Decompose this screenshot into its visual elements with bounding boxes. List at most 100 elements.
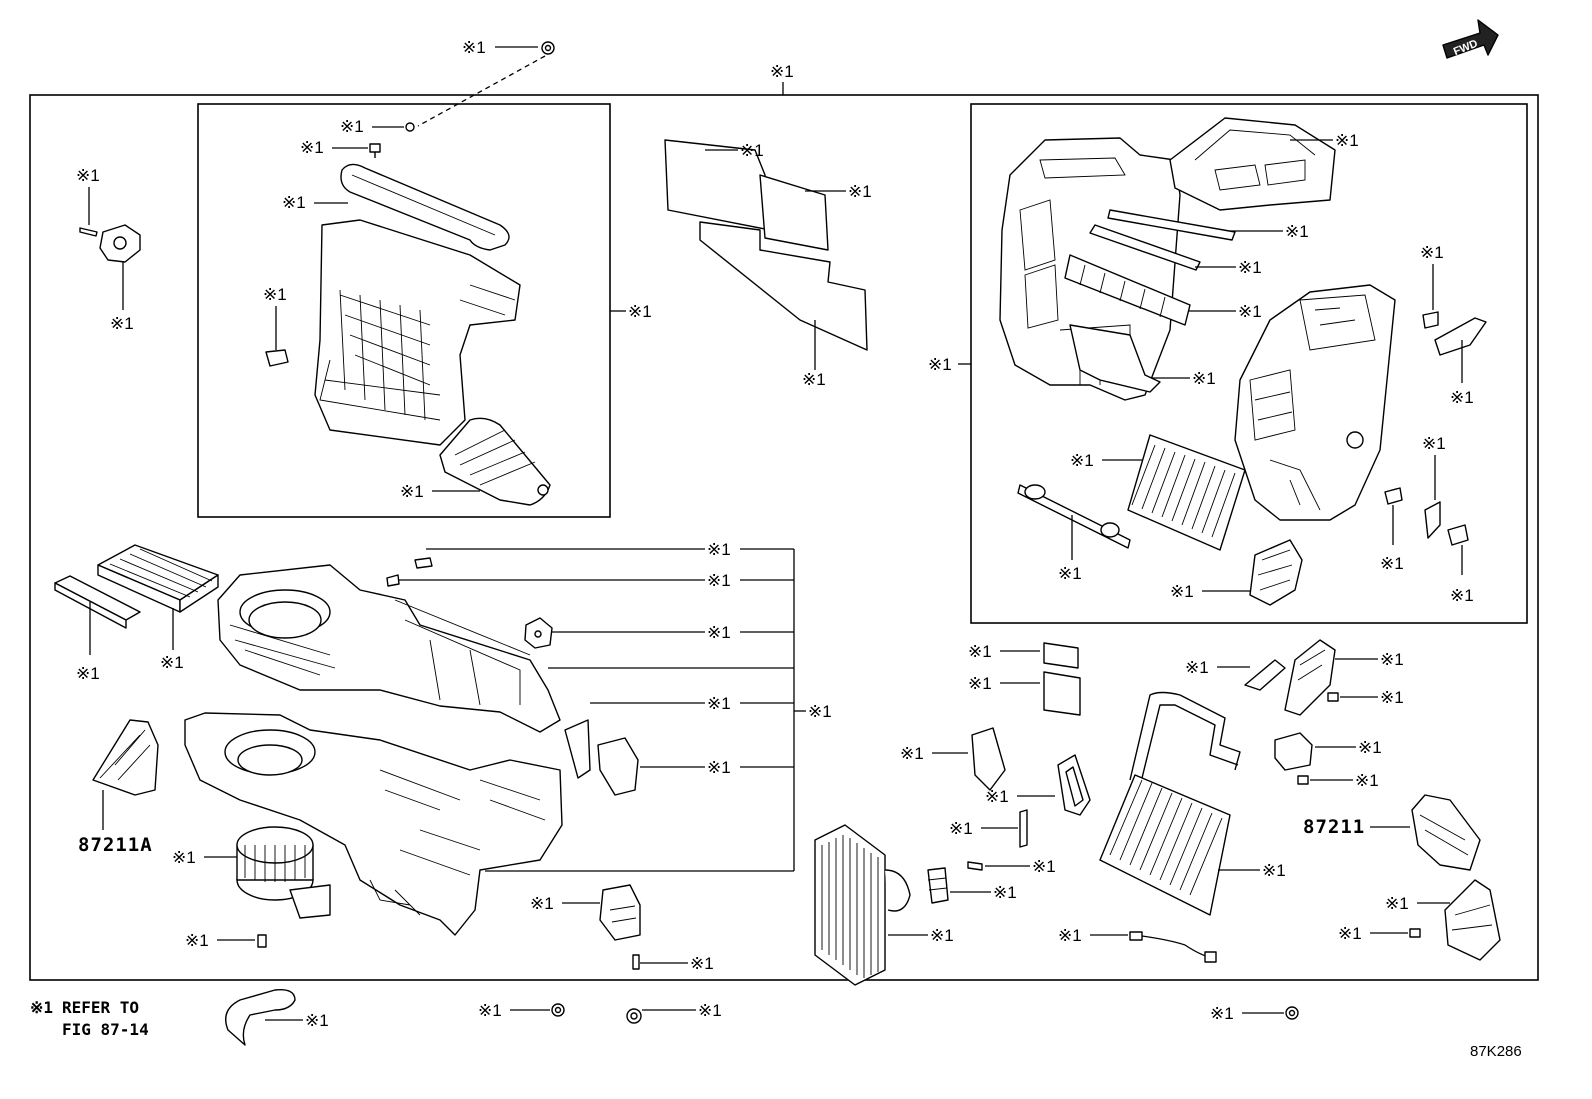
ref-evaporator: ※1: [930, 926, 954, 945]
screw-icon: [632, 954, 640, 970]
ref-door-shaft-a: ※1: [1285, 222, 1309, 241]
seal-plate: [524, 617, 553, 649]
ref-actuator-screw: ※1: [76, 166, 100, 185]
blower-upper-case: [217, 564, 561, 733]
screw-icon: [386, 574, 400, 587]
heater-core: [1127, 434, 1246, 551]
link-lever-part: [1447, 524, 1469, 546]
nut-icon: [551, 1003, 565, 1017]
ref-resistor: ※1: [530, 894, 554, 913]
ref-evap-seal-a: ※1: [968, 642, 992, 661]
fwd-arrow-icon: FWD: [1442, 19, 1499, 59]
ref-clip-b: ※1: [1380, 554, 1404, 573]
damper-link-part: [265, 349, 289, 367]
clip-icon: [414, 557, 433, 569]
outer-frame: [29, 94, 1539, 981]
ref-aspirator: ※1: [1170, 582, 1194, 601]
ref-bottom-bolt: ※1: [698, 1001, 722, 1020]
ref-duct-lower: ※1: [1385, 894, 1409, 913]
ref-insulator-a: ※1: [740, 141, 764, 160]
ref-heater-top-cover: ※1: [1335, 131, 1359, 150]
cabin-filter: [97, 544, 219, 613]
door-shaft-rod: [1017, 484, 1131, 549]
sensor-seal-part: [971, 727, 1006, 791]
note-symbol: ※1: [30, 998, 53, 1017]
actuator-motor-part: [99, 224, 141, 263]
clip-bracket: [564, 719, 591, 779]
ref-door-shaft-rod: ※1: [1058, 564, 1082, 583]
part-number-87211: 87211: [1303, 816, 1365, 838]
ref-actuator-motor: ※1: [110, 314, 134, 333]
ref-link-d: ※1: [1450, 586, 1474, 605]
bracket-part: [597, 737, 639, 796]
ref-link-c: ※1: [1422, 434, 1446, 453]
ref-screw-c: ※1: [1032, 857, 1056, 876]
bolt-icon: [626, 1008, 642, 1024]
ref-top-frame: ※1: [770, 62, 794, 81]
blower-lower-case: [184, 712, 563, 936]
clip-icon: [1384, 487, 1403, 505]
expansion-valve: [927, 867, 949, 904]
ref-clip-c: ※1: [949, 819, 973, 838]
diagram-code: 87K286: [1470, 1043, 1522, 1060]
pipe-bracket: [1244, 659, 1286, 691]
drain-hose: [225, 989, 296, 1046]
ref-control-module: ※1: [1358, 738, 1382, 757]
ref-top-nut: ※1: [462, 38, 486, 57]
screw-icon: [257, 934, 267, 948]
ref-blower-seal: ※1: [707, 623, 731, 642]
screw-icon: [967, 861, 983, 871]
screw-icon: [1409, 928, 1421, 938]
ref-module-screw: ※1: [1355, 771, 1379, 790]
ref-door-c: ※1: [1238, 302, 1262, 321]
link-lever-part: [1424, 501, 1441, 539]
ref-bracket-screw: ※1: [1380, 688, 1404, 707]
heater-door-c: [1064, 254, 1191, 326]
insulator-pad-small: [759, 174, 829, 251]
blower-resistor: [599, 884, 641, 941]
ref-resistor-screw: ※1: [690, 954, 714, 973]
ref-link-lever-a: ※1: [1420, 243, 1444, 262]
duct-87211A: [92, 719, 159, 796]
part-number-87211A: 87211A: [78, 834, 153, 856]
link-lever-part: [1434, 317, 1487, 356]
heater-door-shaft-a: [1107, 209, 1236, 241]
nut-icon: [541, 41, 555, 55]
ref-intake-assembly: ※1: [628, 302, 652, 321]
ref-heater-core: ※1: [1070, 451, 1094, 470]
ref-blower-motor: ※1: [172, 848, 196, 867]
ref-sensor-harness: ※1: [1058, 926, 1082, 945]
ref-door-d: ※1: [1192, 369, 1216, 388]
ref-drain-hose: ※1: [305, 1011, 329, 1030]
ref-evap-pipes: ※1: [1262, 861, 1286, 880]
ref-link-lever-b: ※1: [1450, 388, 1474, 407]
note-line1: REFER TO: [62, 998, 139, 1017]
heater-door-shaft-b: [1089, 224, 1201, 271]
ref-screw-a: ※1: [300, 138, 324, 157]
sensor-harness: [1129, 931, 1217, 963]
aspirator-duct-part: [1249, 539, 1303, 606]
grommet-ring: [1057, 754, 1091, 816]
ref-pipe-bracket: ※1: [1185, 658, 1209, 677]
duct-lower-right: [1444, 879, 1501, 961]
seal-pad: [1043, 671, 1081, 716]
screw-icon: [369, 143, 381, 158]
ref-heater-assembly: ※1: [928, 355, 952, 374]
ref-actuator-bracket: ※1: [1380, 650, 1404, 669]
ref-clip-a: ※1: [340, 117, 364, 136]
ref-intake-filter-door: ※1: [400, 482, 424, 501]
intake-housing: [314, 219, 521, 446]
ref-blower-assembly: ※1: [808, 702, 832, 721]
actuator-bracket: [1284, 639, 1336, 716]
heater-case-top-cover: [1169, 117, 1336, 211]
ref-blower-clip-b: ※1: [707, 694, 731, 713]
clip-icon: [405, 122, 415, 132]
nut-icon: [1285, 1006, 1299, 1020]
ref-seal-ring: ※1: [282, 193, 306, 212]
ref-insulator-c: ※1: [802, 370, 826, 389]
ref-bottom-nut-b: ※1: [1210, 1004, 1234, 1023]
seal-pad: [1043, 642, 1079, 669]
ref-filter-cover: ※1: [76, 664, 100, 683]
clip-icon: [1019, 809, 1028, 848]
